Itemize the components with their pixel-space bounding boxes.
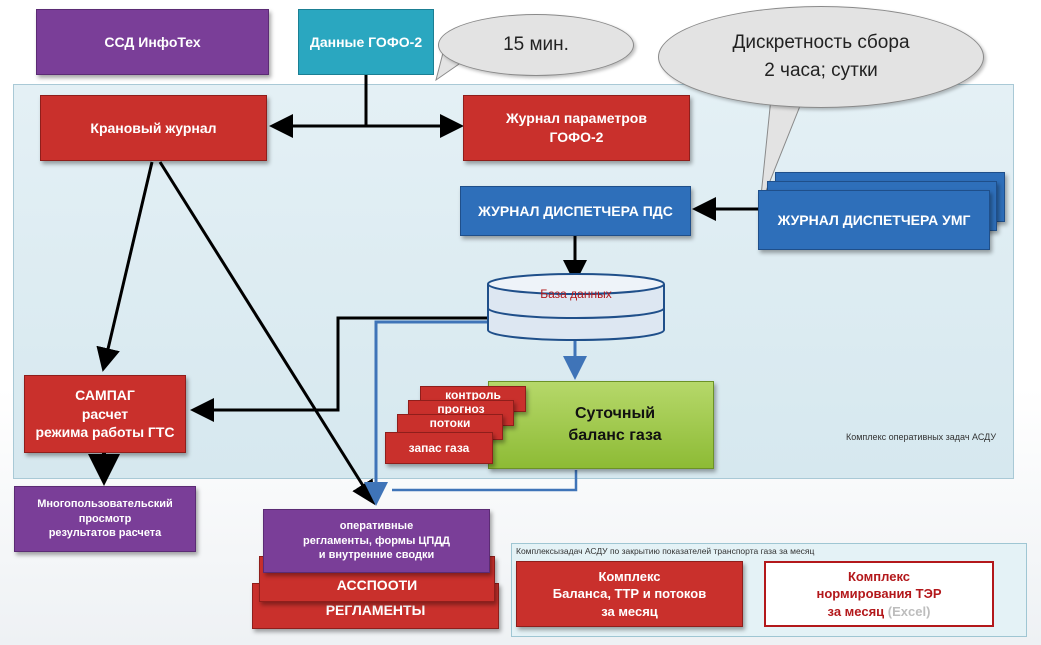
database-label: База данных — [540, 287, 612, 301]
sampag-node: САМПАГ расчет режима работы ГТС — [24, 375, 186, 453]
card-gas-reserve: запас газа — [385, 432, 493, 464]
callout-15-min: 15 мин. — [438, 14, 634, 76]
ssd-infotech-node: ССД ИнфоТех — [36, 9, 269, 75]
pds-journal-node: ЖУРНАЛ ДИСПЕТЧЕРА ПДС — [460, 186, 691, 236]
multiuser-view-node: Многопользовательский просмотр результат… — [14, 486, 196, 552]
month-complex-label: Комплексызадач АСДУ по закрытию показате… — [516, 546, 815, 556]
oper-complex-label: Комплекс оперативных задач АСДУ — [846, 432, 997, 442]
crane-journal-node: Крановый журнал — [40, 95, 267, 161]
balance-complex-node: Комплекс Баланса, ТТР и потоков за месяц — [516, 561, 743, 627]
gofo-data-node: Данные ГОФО-2 — [298, 9, 434, 75]
ter-norm-complex-node: Комплекс нормирования ТЭР за месяц (Exce… — [764, 561, 994, 627]
callout-discretion: Дискретность сбора 2 часа; сутки — [658, 6, 984, 108]
operational-regulations-node: оперативные регламенты, формы ЦПДД и вну… — [263, 509, 490, 573]
gofo-journal-node: Журнал параметров ГОФО-2 — [463, 95, 690, 161]
umg-journal-node: ЖУРНАЛ ДИСПЕТЧЕРА УМГ — [758, 190, 990, 250]
ter-norm-complex-text: Комплекс нормирования ТЭР за месяц (Exce… — [816, 568, 942, 619]
